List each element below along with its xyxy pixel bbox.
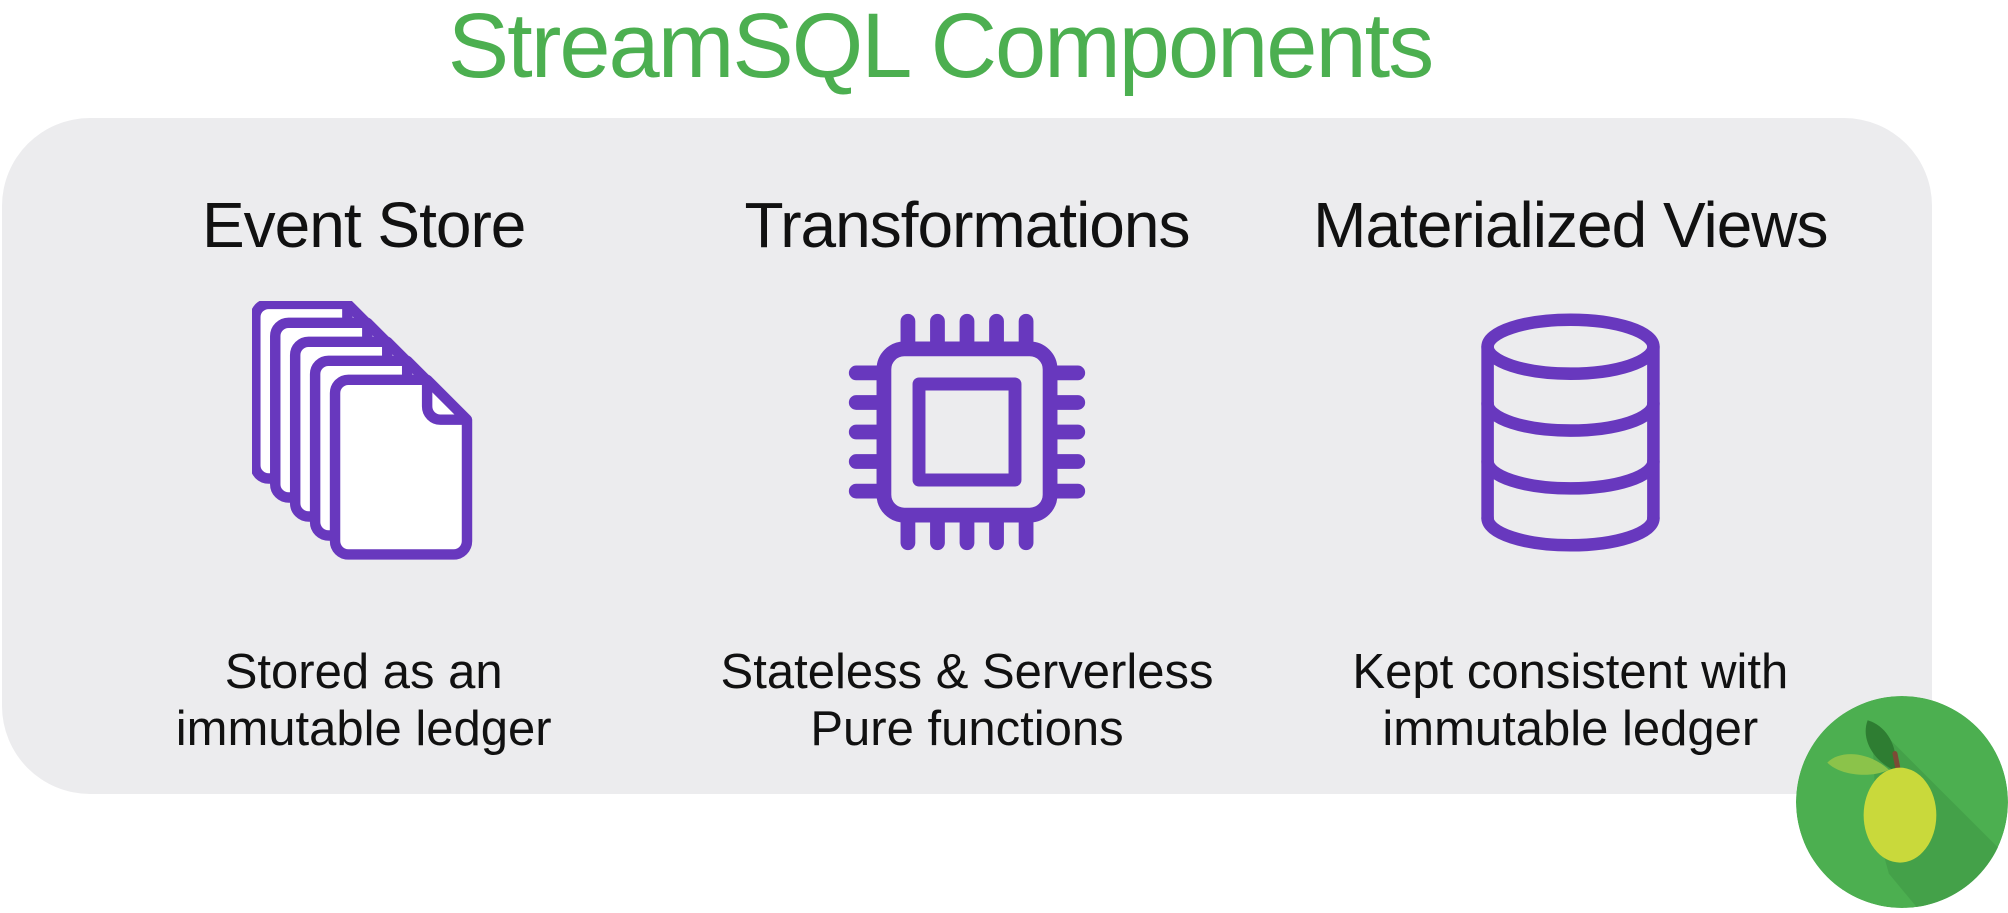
event-store-caption: Stored as an immutable ledger [175, 645, 552, 756]
column-transformations: Transformations Stateless & Serverless P… [665, 188, 1268, 794]
cpu-chip-icon [847, 296, 1087, 568]
materialized-views-heading: Materialized Views [1313, 189, 1828, 261]
materialized-views-caption: Kept consistent with immutable ledger [1352, 645, 1789, 756]
logo-leaf-light-icon [1827, 754, 1889, 775]
column-event-store: Event Store Stored as an immutable ledge… [62, 188, 665, 794]
streamsql-olive-logo [1796, 696, 2008, 908]
logo-leaf-dark-icon [1865, 720, 1896, 771]
transformations-heading: Transformations [744, 189, 1190, 261]
column-materialized-views: Materialized Views Kept consistent with … [1269, 188, 1872, 794]
database-icon [1474, 296, 1667, 568]
transformations-caption: Stateless & Serverless Pure functions [720, 645, 1214, 756]
event-store-heading: Event Store [201, 189, 526, 261]
page-title: StreamSQL Components [447, 0, 1434, 97]
components-card: Event Store Stored as an immutable ledge… [2, 118, 1932, 794]
logo-olive-icon [1863, 767, 1937, 863]
document-stack-icon [252, 296, 476, 568]
